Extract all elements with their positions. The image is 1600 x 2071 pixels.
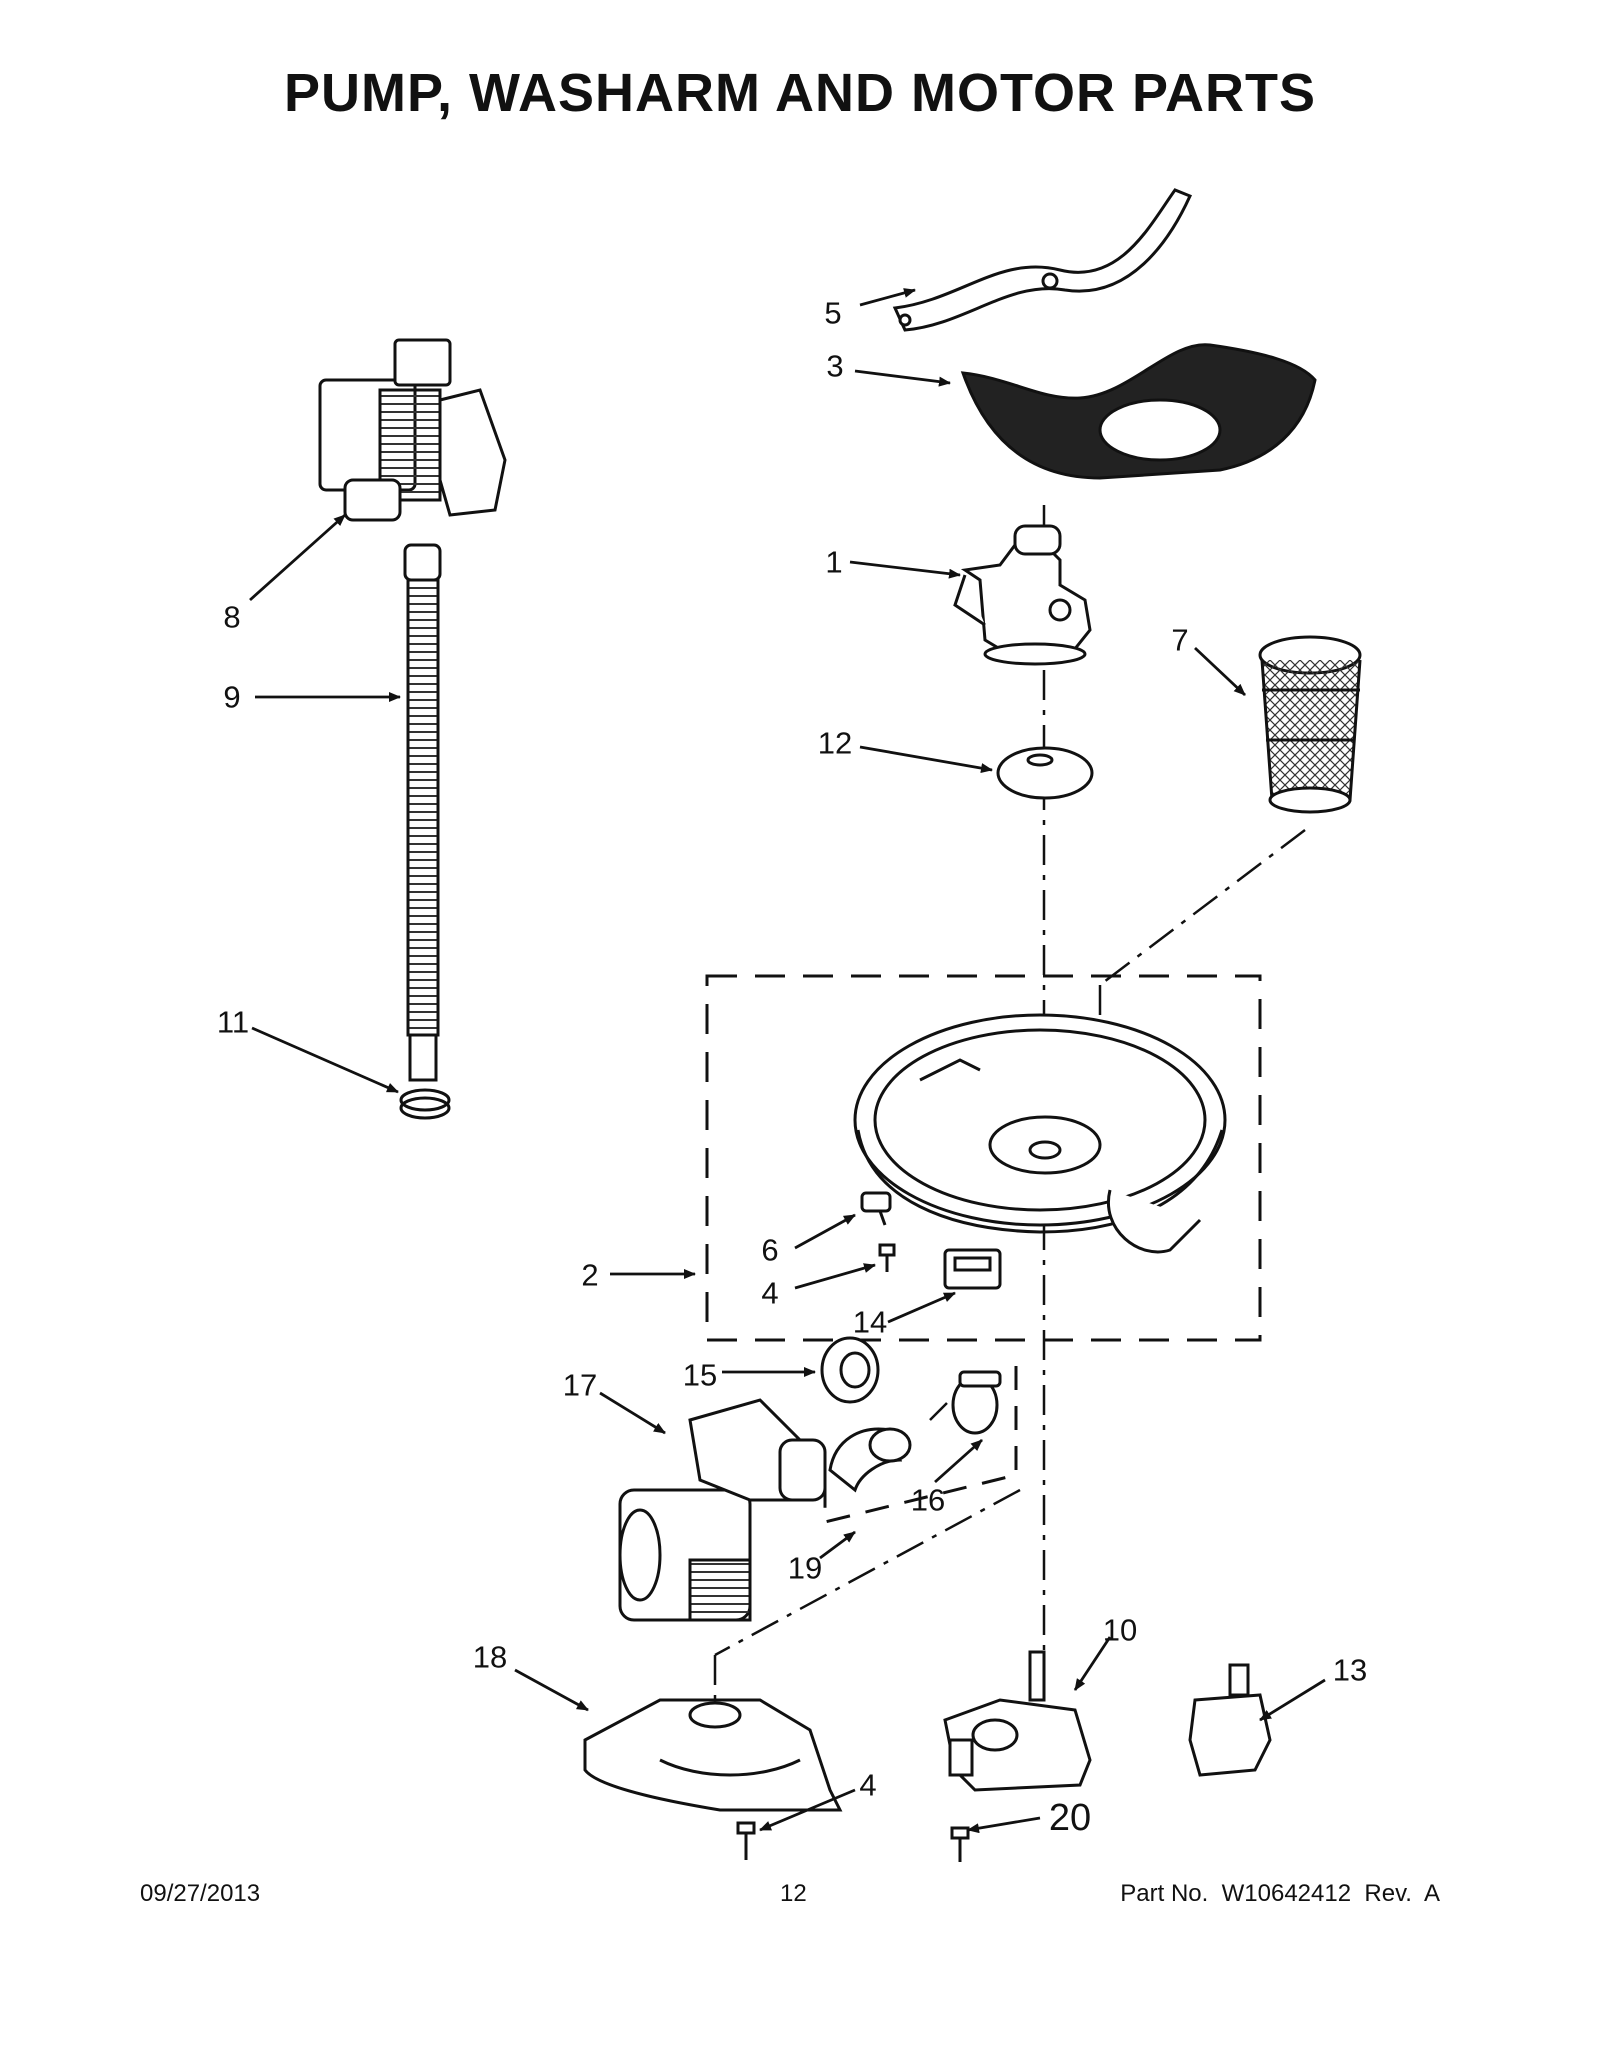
callout-5: 5 [824, 295, 842, 331]
callout-9: 9 [223, 679, 241, 715]
part-19-elbow [828, 1427, 912, 1493]
part-8-drain-pump [318, 338, 507, 522]
part-1-pump-housing [953, 524, 1092, 666]
part-14-block [943, 1248, 1002, 1290]
sump-assembly-box [705, 974, 1262, 1342]
pump-assembly-box [823, 1366, 1018, 1524]
callout-13: 13 [1332, 1652, 1368, 1688]
part-12-disc [996, 746, 1094, 800]
callout-10: 10 [1102, 1612, 1138, 1648]
part-15-seal [820, 1336, 880, 1404]
part-16-clamp [951, 1370, 1002, 1435]
part-3-spray-shield [960, 343, 1317, 480]
callout-7: 7 [1171, 622, 1189, 658]
part-18-cover [583, 1698, 843, 1812]
callout-14: 14 [852, 1304, 888, 1340]
callout-12: 12 [817, 725, 853, 761]
footer-part-number: Part No. W10642412 Rev. A [1120, 1880, 1440, 1907]
callout-4-lower: 4 [859, 1767, 877, 1803]
callout-19: 19 [787, 1550, 823, 1586]
callout-1: 1 [825, 544, 843, 580]
part-2-sump [853, 1013, 1227, 1254]
part-11-hose-clamp [399, 1088, 451, 1120]
callout-8: 8 [223, 599, 241, 635]
footer-page-number: 12 [780, 1880, 807, 1907]
callout-4-upper: 4 [761, 1275, 779, 1311]
part-20-screw [950, 1826, 970, 1862]
part-13-sensor [1188, 1663, 1272, 1777]
callout-18: 18 [472, 1639, 508, 1675]
page-title: PUMP, WASHARM AND MOTOR PARTS [283, 63, 1317, 123]
callout-17: 17 [562, 1367, 598, 1403]
callout-6: 6 [761, 1232, 779, 1268]
callout-2: 2 [581, 1257, 599, 1293]
footer-date: 09/27/2013 [140, 1880, 261, 1907]
callout-11: 11 [216, 1004, 250, 1040]
part-9-drain-hose [403, 543, 442, 1082]
callout-3: 3 [826, 348, 844, 384]
part-5-spray-arm [892, 188, 1193, 332]
part-7-filter-basket [1258, 635, 1362, 814]
part-4-screw-upper [878, 1243, 896, 1272]
callout-15: 15 [682, 1357, 718, 1393]
part-4-screw-lower [736, 1821, 756, 1860]
part-10-diverter [943, 1650, 1092, 1792]
callout-16: 16 [910, 1482, 946, 1518]
callout-20: 20 [1048, 1797, 1092, 1839]
part-17-circulation-motor [618, 1398, 827, 1622]
part-6-clip [860, 1191, 892, 1226]
